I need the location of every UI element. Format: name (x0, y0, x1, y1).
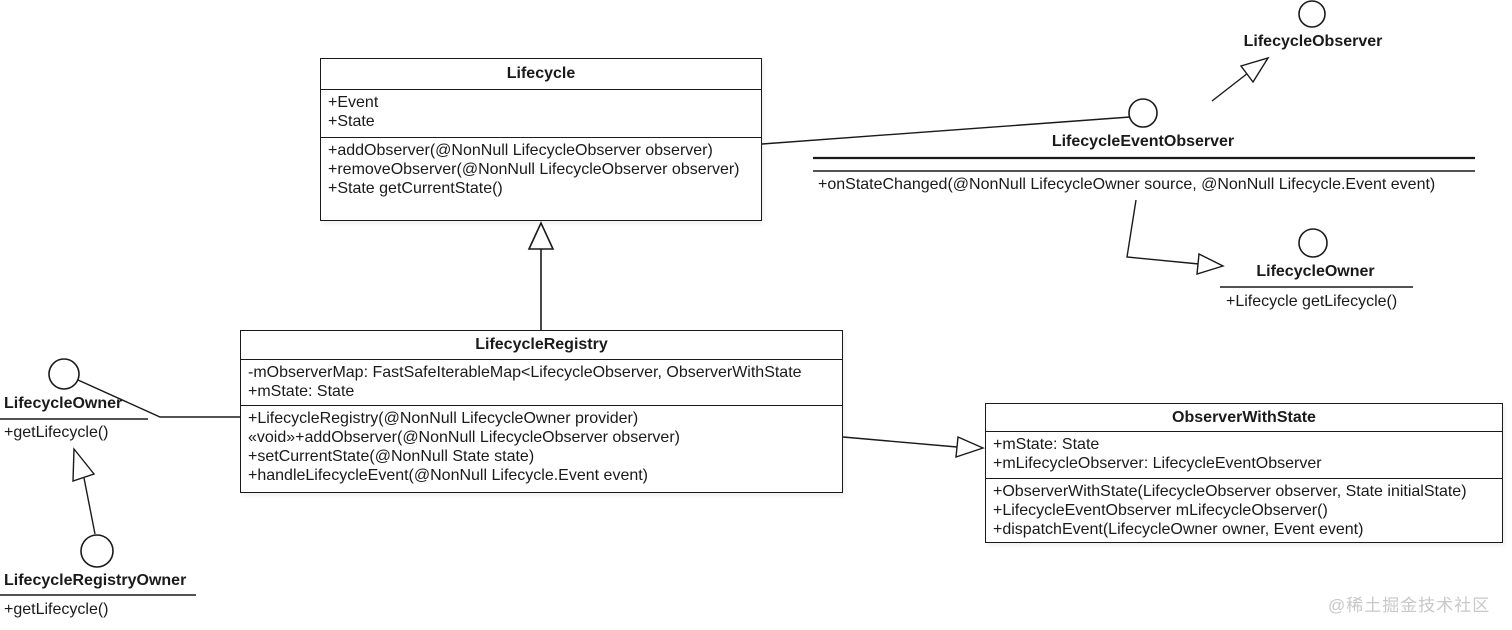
lollipop-lifecycle-event-observer (1128, 98, 1158, 128)
method-line: +dispatchEvent(LifecycleOwner owner, Eve… (993, 521, 1364, 538)
interface-label-lifecycle-event-observer: LifecycleEventObserver (1051, 133, 1235, 150)
class-methods-observer-with-state: +ObserverWithState(LifecycleObserver obs… (986, 478, 1502, 541)
interface-method-get-lifecycle-left: +getLifecycle() (4, 424, 109, 441)
interface-method-get-lifecycle-registry-owner: +getLifecycle() (4, 601, 109, 618)
generalization-arrow-registry-owner-to-owner (72, 447, 96, 535)
method-line: +State getCurrentState() (328, 180, 503, 197)
attribute-line: +Event (328, 94, 379, 111)
interface-label-lifecycle-observer: LifecycleObserver (1243, 33, 1383, 50)
generalization-arrow-to-lifecycle-observer (1211, 56, 1270, 102)
class-box-lifecycle: Lifecycle +Event +State +addObserver(@No… (320, 58, 762, 221)
class-methods-lifecycle-registry: +LifecycleRegistry(@NonNull LifecycleOwn… (241, 405, 842, 491)
interface-label-lifecycle-registry-owner: LifecycleRegistryOwner (4, 572, 187, 589)
class-title-observer-with-state: ObserverWithState (986, 404, 1502, 432)
attribute-line: +mState: State (993, 436, 1100, 453)
class-box-lifecycle-registry: LifecycleRegistry -mObserverMap: FastSaf… (240, 330, 843, 493)
method-line: +addObserver(@NonNull LifecycleObserver … (328, 142, 713, 159)
lollipop-lifecycle-observer (1298, 0, 1326, 28)
watermark: @稀土掘金技术社区 (1328, 596, 1491, 615)
class-attributes-lifecycle: +Event +State (321, 90, 761, 137)
interface-label-lifecycle-owner-left: LifecycleOwner (4, 395, 123, 412)
interface-method-get-lifecycle-right: +Lifecycle getLifecycle() (1226, 293, 1398, 310)
class-box-observer-with-state: ObserverWithState +mState: State +mLifec… (985, 403, 1503, 543)
dependency-arrow-to-lifecycle-owner-right (1126, 199, 1225, 275)
class-methods-lifecycle: +addObserver(@NonNull LifecycleObserver … (321, 137, 761, 219)
lollipop-lifecycle-owner-right (1298, 228, 1328, 258)
attribute-line: +mLifecycleObserver: LifecycleEventObser… (993, 455, 1322, 472)
generalization-arrow-registry-to-observer-with-state (842, 435, 985, 459)
method-line: +handleLifecycleEvent(@NonNull Lifecycle… (248, 467, 649, 484)
attribute-line: +mState: State (248, 383, 355, 400)
class-attributes-observer-with-state: +mState: State +mLifecycleObserver: Life… (986, 432, 1502, 478)
generalization-arrow-registry-to-lifecycle (527, 221, 555, 330)
method-line: «void»+addObserver(@NonNull LifecycleObs… (248, 429, 680, 446)
class-title-lifecycle-registry: LifecycleRegistry (241, 331, 842, 360)
class-title-lifecycle: Lifecycle (321, 59, 761, 90)
attribute-line: -mObserverMap: FastSafeIterableMap<Lifec… (248, 364, 802, 381)
method-line: +removeObserver(@NonNull LifecycleObserv… (328, 161, 740, 178)
class-attributes-lifecycle-registry: -mObserverMap: FastSafeIterableMap<Lifec… (241, 360, 842, 405)
lollipop-lifecycle-owner-left (48, 358, 80, 390)
method-line: +setCurrentState(@NonNull State state) (248, 448, 535, 465)
attribute-line: +State (328, 113, 375, 130)
method-line: +LifecycleEventObserver mLifecycleObserv… (993, 502, 1328, 519)
interface-method-on-state-changed: +onStateChanged(@NonNull LifecycleOwner … (818, 176, 1436, 193)
method-line: +LifecycleRegistry(@NonNull LifecycleOwn… (248, 410, 639, 427)
interface-label-lifecycle-owner-right: LifecycleOwner (1256, 263, 1375, 280)
lollipop-lifecycle-registry-owner (80, 534, 114, 568)
method-line: +ObserverWithState(LifecycleObserver obs… (993, 483, 1467, 500)
